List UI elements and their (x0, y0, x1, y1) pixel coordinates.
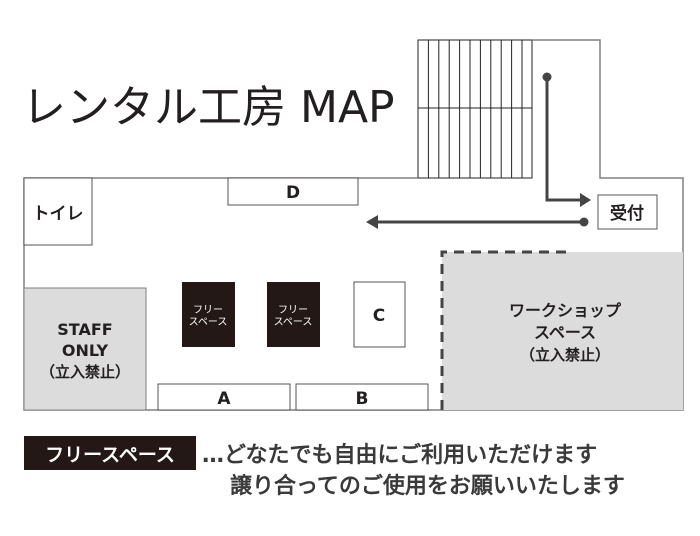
free-space-2-label-2: スペース (274, 317, 313, 328)
space-a-label: A (217, 389, 231, 409)
space-d-label: D (286, 183, 300, 203)
space-b-label: B (356, 389, 369, 409)
space-a (157, 383, 291, 411)
free-space-1 (182, 282, 235, 347)
free-space-2-label: フリー (278, 305, 308, 316)
space-c (353, 281, 406, 348)
reception-label: 受付 (610, 203, 644, 224)
space-c-label: C (373, 306, 385, 326)
free-space-1-label: フリー (193, 305, 223, 316)
stairs (417, 39, 533, 179)
staff-label-2: ONLY (62, 341, 109, 360)
space-d (227, 177, 359, 206)
toilet-room (23, 177, 93, 246)
staff-only-area (23, 287, 147, 411)
workshop-label-3: （立入禁止） (520, 346, 610, 364)
workshop-label-2: スペース (534, 323, 596, 342)
map-title: レンタル工房 MAP (22, 82, 395, 133)
staff-label-3: （立入禁止） (40, 363, 130, 381)
space-b (295, 383, 429, 411)
legend-description-2: 譲り合ってのご使用をお願いいたします (230, 474, 625, 499)
staff-label-1: STAFF (57, 320, 112, 339)
workshop-area (442, 252, 683, 410)
workshop-label-1: ワークショップ (509, 301, 622, 320)
free-space-2 (267, 282, 320, 347)
reception (597, 194, 658, 230)
free-space-1-label-2: スペース (189, 317, 228, 328)
workshop-dashed-border (440, 250, 570, 410)
route-arrow (366, 72, 591, 229)
toilet-label: トイレ (33, 204, 84, 224)
free-space-legend-badge: フリースペース (24, 436, 196, 470)
legend-description-1: …どなたでも自由にご利用いただけます (202, 443, 598, 468)
